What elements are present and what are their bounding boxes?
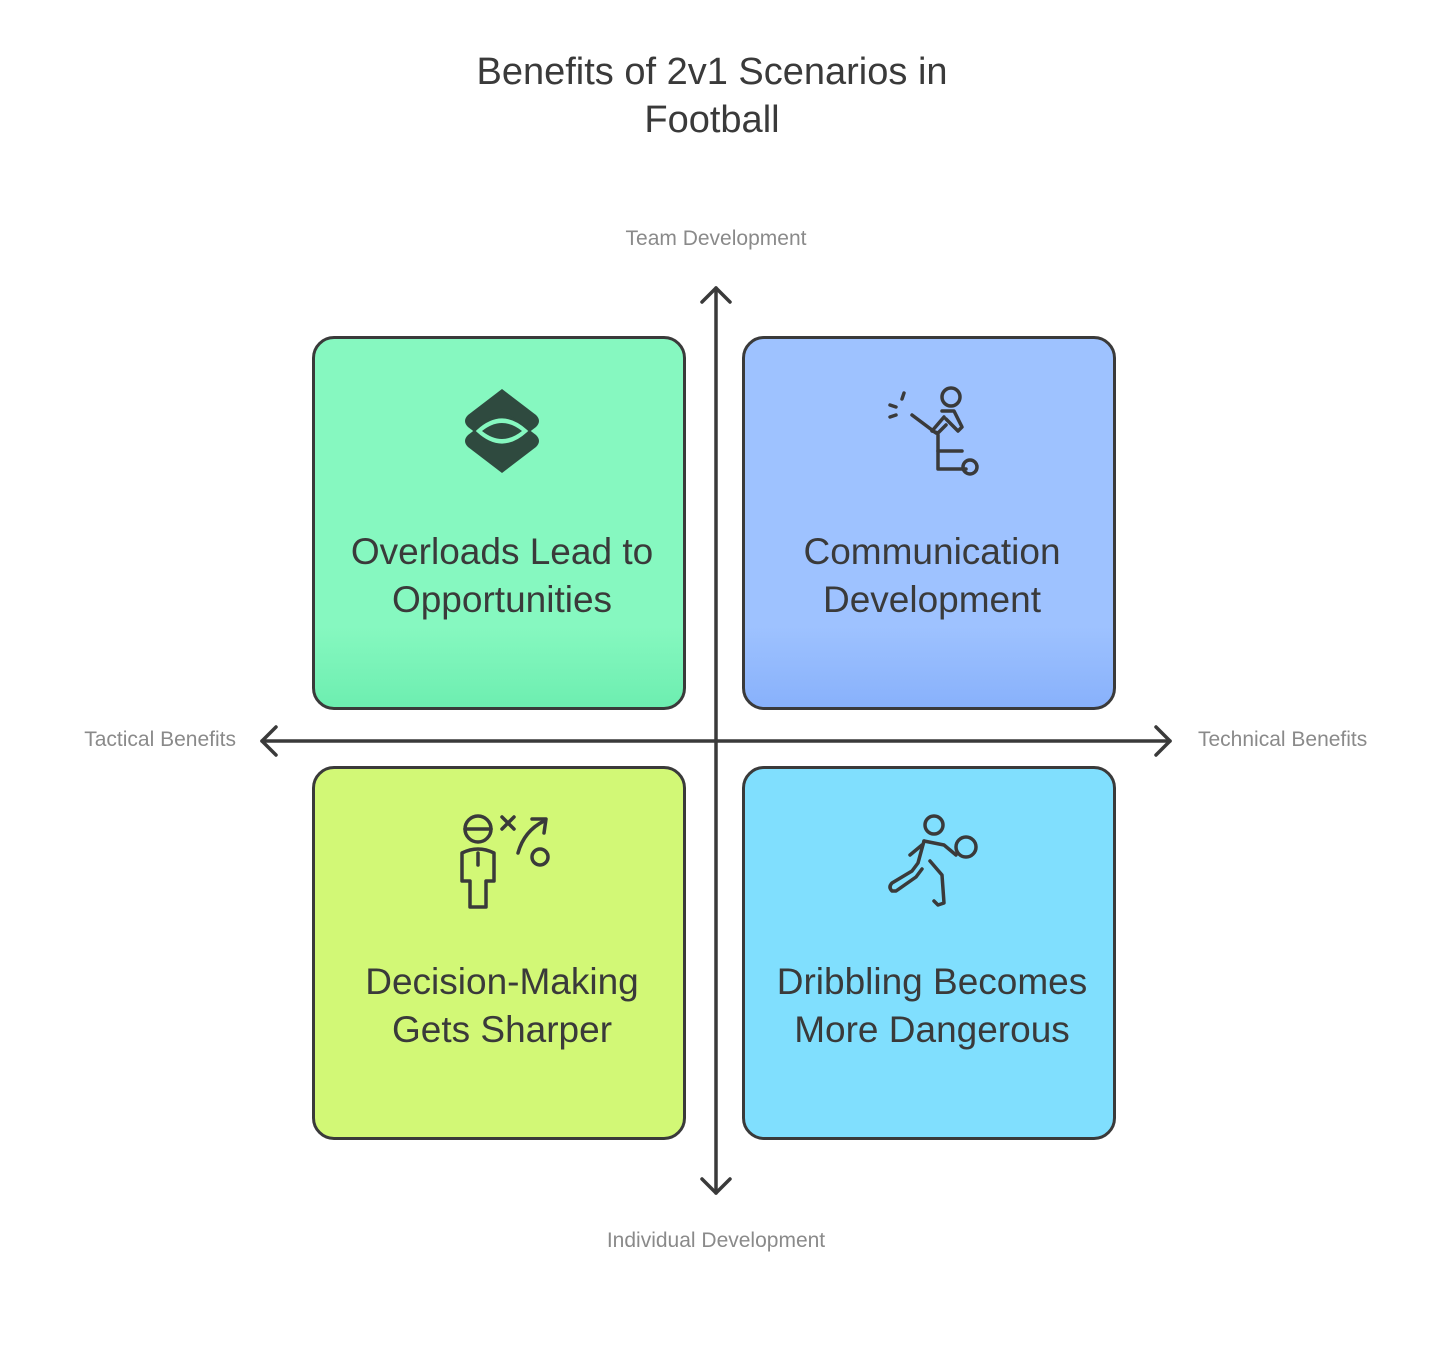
arrow-left-icon <box>260 725 278 757</box>
coach-pointing-icon <box>888 386 979 476</box>
layers-icon <box>465 389 539 473</box>
quadrant-overloads: Overloads Lead to Opportunities <box>312 336 686 710</box>
quadrant-communication: Communication Development <box>742 336 1116 710</box>
tactics-player-icon <box>460 814 550 909</box>
quadrant-decision-making: Decision-Making Gets Sharper <box>312 766 686 1140</box>
quadrant-label: Communication Development <box>803 531 1061 620</box>
axis-label-right: Technical Benefits <box>1198 728 1368 751</box>
axis-label-top: Team Development <box>625 227 807 250</box>
quadrant-dribbling: Dribbling Becomes More Dangerous <box>742 766 1116 1140</box>
quadrant-label: Dribbling Becomes More Dangerous <box>776 961 1088 1050</box>
arrow-down-icon <box>700 1177 732 1195</box>
arrow-up-icon <box>700 286 732 304</box>
arrow-right-icon <box>1154 725 1172 757</box>
axis-label-left: Tactical Benefits <box>84 728 236 751</box>
quadrant-label: Overloads Lead to Opportunities <box>350 531 654 620</box>
axis-label-bottom: Individual Development <box>606 1229 826 1252</box>
diagram-title: Benefits of 2v1 Scenarios in Football <box>476 51 948 141</box>
dribbling-player-icon <box>888 814 978 907</box>
quadrant-label: Decision-Making Gets Sharper <box>365 961 639 1050</box>
